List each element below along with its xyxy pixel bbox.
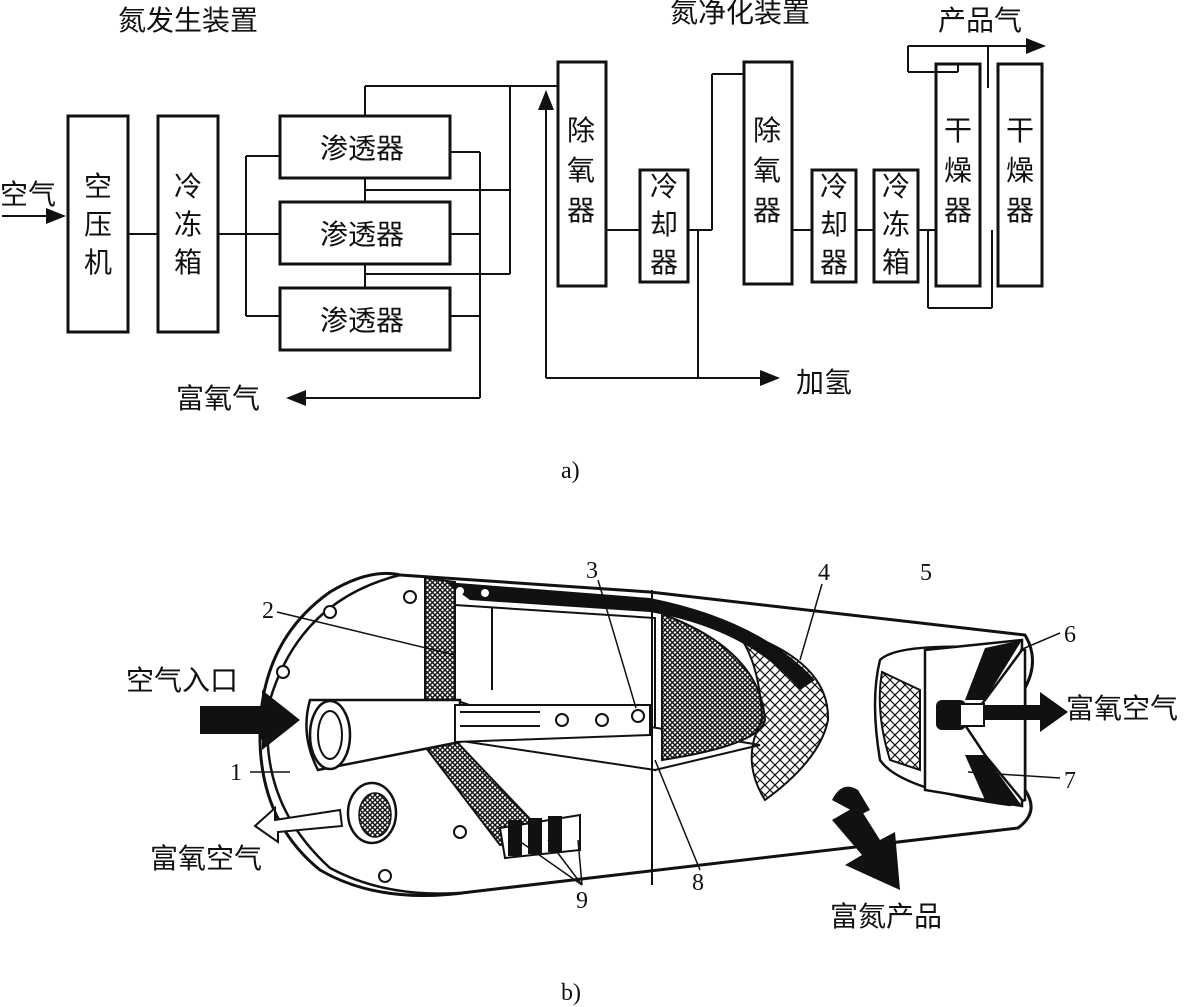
header-nitrogen-purification: 氮净化装置 xyxy=(670,0,810,29)
label-nitrogen-rich-product: 富氮产品 xyxy=(830,900,942,933)
callout-8: 8 xyxy=(692,870,704,896)
cooler-1-label: 冷却器 xyxy=(650,170,678,279)
oxygen-rich-return-arrow xyxy=(253,805,344,844)
tube-perforations xyxy=(555,709,645,727)
callout-3: 3 xyxy=(586,558,598,584)
callout-6: 6 xyxy=(1064,622,1076,648)
header-nitrogen-generation: 氮发生装置 xyxy=(118,4,258,37)
perforated-tube xyxy=(454,704,651,744)
callout-2: 2 xyxy=(262,598,274,624)
cooler-2-box xyxy=(810,168,858,284)
permeator-1-box xyxy=(278,114,452,180)
permeator-2-label: 渗透器 xyxy=(320,218,404,251)
compressor-box xyxy=(66,114,130,334)
callout-9: 9 xyxy=(576,888,588,914)
label-oxygen-rich-gas: 富氧气 xyxy=(176,382,260,415)
label-air-inlet: 空气入口 xyxy=(126,664,238,697)
air-inlet-arrow-b xyxy=(200,690,300,750)
figure-b: 2 1 3 4 5 6 7 8 9 空气入口 富氧空气 富氧空气 富氮产品 b) xyxy=(126,558,1178,1006)
label-add-hydrogen: 加氢 xyxy=(796,366,852,399)
cooler-2-label: 冷却器 xyxy=(820,170,848,279)
callout-leaders xyxy=(250,579,1061,886)
label-oxygen-rich-air-right: 富氧空气 xyxy=(1066,692,1178,725)
oxygen-rich-outlet-arrow xyxy=(985,692,1068,732)
label-oxygen-rich-air-left: 富氧空气 xyxy=(150,842,262,875)
permeator-3-box xyxy=(278,286,452,352)
end-cap xyxy=(266,573,471,895)
callout-4: 4 xyxy=(818,560,830,586)
freezer-label: 冷冻箱 xyxy=(174,170,202,279)
label-product-gas: 产品气 xyxy=(938,4,1022,37)
element-4-dome xyxy=(732,628,830,802)
callout-5: 5 xyxy=(920,560,932,586)
permeator-3-label: 渗透器 xyxy=(320,304,404,337)
freezer-box xyxy=(156,114,220,334)
deoxidizer-1-box xyxy=(556,60,608,288)
dryer-2-label: 干燥器 xyxy=(1006,114,1034,227)
callout-7: 7 xyxy=(1064,768,1076,794)
outlet-nozzle xyxy=(936,700,966,730)
caption-a: a) xyxy=(561,458,580,484)
element-6 xyxy=(965,640,1022,700)
compressor-label: 空压机 xyxy=(84,170,112,279)
label-air: 空气 xyxy=(0,178,56,211)
element-7 xyxy=(965,755,1022,806)
nitrogen-product-arrow xyxy=(832,805,900,890)
deoxidizer-1-label: 除氧器 xyxy=(567,114,595,227)
figure-a: 氮发生装置 氮净化装置 产品气 空气 空压机 冷冻箱 渗透器 渗透器 渗透器 xyxy=(0,0,1046,484)
permeator-1-label: 渗透器 xyxy=(320,132,404,165)
seal-rings xyxy=(498,813,581,860)
cooler-1-box xyxy=(638,168,690,284)
caption-b: b) xyxy=(561,980,581,1006)
deoxidizer-2-box xyxy=(742,60,794,286)
dryer-2-box xyxy=(996,62,1044,288)
freezer-2-box xyxy=(872,168,920,284)
deoxidizer-2-label: 除氧器 xyxy=(753,114,781,227)
dryer-1-label: 干燥器 xyxy=(944,114,972,227)
callout-1: 1 xyxy=(230,760,242,786)
freezer-2-label: 冷冻箱 xyxy=(882,170,910,279)
